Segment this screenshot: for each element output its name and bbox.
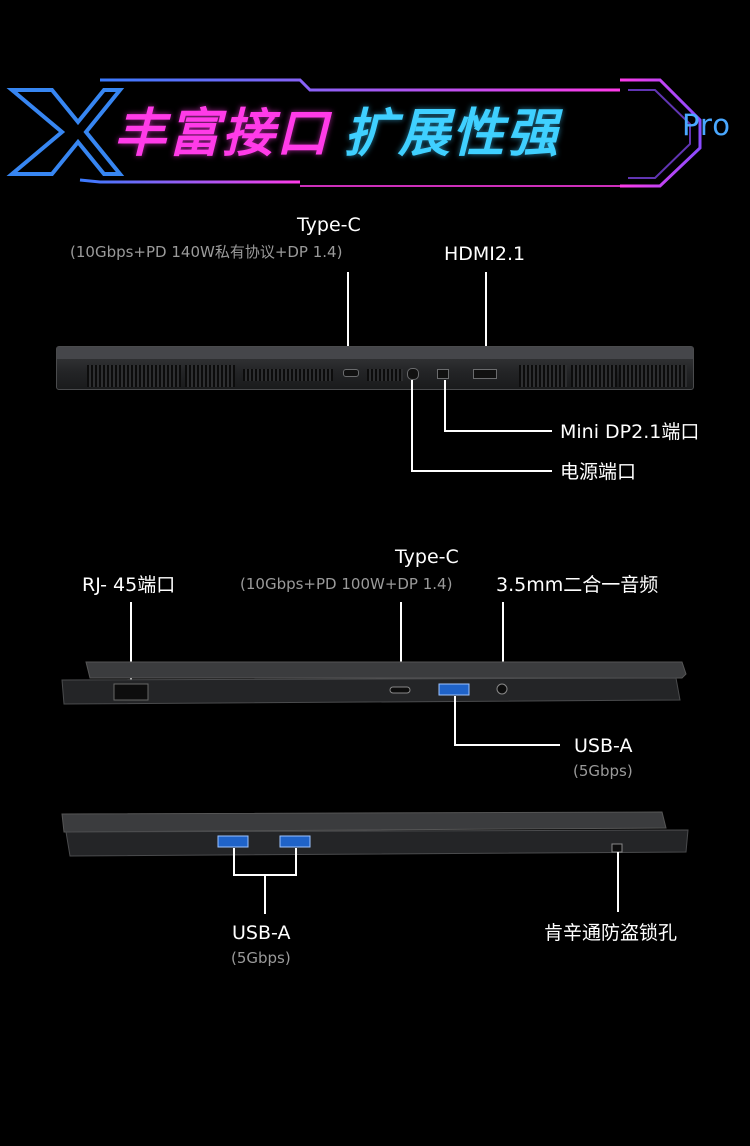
left-usba-callout-vline xyxy=(454,696,456,746)
rear-power-label: 电源端口 xyxy=(560,461,637,483)
left-usba-spec: (5Gbps) xyxy=(573,762,633,780)
rear-vent-5 xyxy=(571,365,617,387)
x-logo-icon xyxy=(6,88,125,176)
rear-typec-callout-line xyxy=(347,272,349,368)
right-usba-label: USB-A xyxy=(232,922,291,944)
laptop-left-side-view xyxy=(61,661,687,705)
rear-minidp-label: Mini DP2.1端口 xyxy=(560,421,700,443)
banner-frame xyxy=(6,78,702,188)
left-typec-spec: (10Gbps+PD 100W+DP 1.4) xyxy=(240,575,453,593)
rear-hdmi-port xyxy=(473,369,497,379)
rear-power-callout-vline xyxy=(411,380,413,472)
rear-vent-6 xyxy=(619,365,687,387)
left-typec-port xyxy=(389,686,411,694)
right-kensington-slot xyxy=(611,843,623,853)
left-usba-label: USB-A xyxy=(574,735,633,757)
left-usba-port xyxy=(438,683,470,696)
rear-vent-grille-2 xyxy=(367,369,403,381)
right-lock-label: 肯辛通防盗锁孔 xyxy=(544,922,678,944)
left-rj45-label: RJ- 45端口 xyxy=(82,574,176,596)
banner-title-part2: 扩展性强 xyxy=(344,104,561,164)
rear-vent-2 xyxy=(135,365,181,387)
rear-vent-3 xyxy=(185,365,235,387)
rear-vent-4 xyxy=(519,365,567,387)
rear-typec-spec: (10Gbps+PD 140W私有协议+DP 1.4) xyxy=(70,243,343,261)
left-rj45-callout-line xyxy=(130,602,132,684)
right-usba-spec: (5Gbps) xyxy=(231,949,291,967)
rear-typec-label: Type-C xyxy=(297,214,361,236)
laptop-rear-view xyxy=(56,346,694,390)
banner-title-part1: 丰富接口 xyxy=(114,104,331,164)
left-typec-label: Type-C xyxy=(395,546,459,568)
laptop-right-side-view xyxy=(61,811,689,857)
rear-lid-edge xyxy=(57,347,693,359)
rear-minidp-callout-hline xyxy=(444,430,552,432)
rear-vent-grille-1 xyxy=(243,369,333,381)
rear-minidp-port xyxy=(437,369,449,379)
rear-power-port xyxy=(407,368,419,380)
left-rj45-port xyxy=(113,683,149,701)
left-typec-callout-line xyxy=(400,602,402,684)
right-usba-callout-left xyxy=(233,848,235,876)
rear-minidp-callout-vline xyxy=(444,380,446,432)
right-usba-port-2 xyxy=(279,835,311,848)
right-usba-callout-right xyxy=(295,848,297,876)
right-lock-callout-line xyxy=(617,852,619,912)
left-audio-callout-line xyxy=(502,602,504,684)
rear-typec-port xyxy=(343,369,359,377)
right-usba-port-1 xyxy=(217,835,249,848)
rear-hdmi-callout-line xyxy=(485,272,487,368)
right-usba-callout-stem xyxy=(264,874,266,914)
banner-title: 丰富接口扩展性强 xyxy=(114,94,654,174)
left-audio-label: 3.5mm二合一音频 xyxy=(496,574,659,596)
left-usba-callout-hline xyxy=(454,744,560,746)
rear-hdmi-label: HDMI2.1 xyxy=(444,243,526,265)
pro-label: Pro xyxy=(682,108,732,142)
rear-power-callout-hline xyxy=(411,470,552,472)
left-audio-jack xyxy=(496,683,508,695)
